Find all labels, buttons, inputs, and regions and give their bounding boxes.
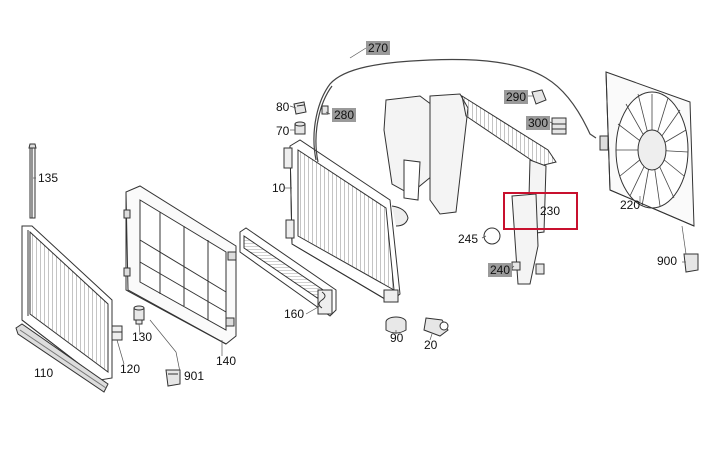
callout-120: 120 [120,362,141,376]
part-10-radiator [283,139,409,303]
part-130-sensor [133,305,145,325]
callout-70: 70 [276,124,290,138]
part-280-clip [321,105,329,115]
part-70-cap [294,121,306,135]
callout-230: 230 [540,204,561,218]
part-110-condenser [15,225,113,393]
part-140-frame [123,185,237,345]
callout-280: 280 [332,108,357,122]
callout-220: 220 [620,198,641,212]
part-245-ring [483,227,501,245]
highlight-box-230[interactable] [503,192,578,230]
part-20-switch [423,317,449,337]
part-300-resistor [551,117,567,135]
callout-900: 900 [657,254,678,268]
leader-lines [33,47,687,373]
callout-901: 901 [184,369,205,383]
part-120-bracket [111,325,123,341]
part-270-hose [313,58,597,163]
callout-290: 290 [504,90,529,104]
part-90-cap [385,316,407,334]
callout-80: 80 [276,100,290,114]
callout-240: 240 [488,263,513,277]
callout-160: 160 [284,307,305,321]
part-80-valve [293,101,307,115]
part-160-cooler [239,227,337,317]
part-290-clip [531,89,547,105]
part-135-rod [28,143,37,219]
callout-20: 20 [424,338,438,352]
callout-10: 10 [272,181,286,195]
callout-270: 270 [366,41,391,55]
callout-245: 245 [458,232,479,246]
part-shroud-baffle [383,93,557,285]
part-900-clip [683,253,699,273]
callout-130: 130 [132,330,153,344]
callout-110: 110 [34,366,54,380]
callout-135: 135 [38,171,59,185]
callout-90: 90 [390,331,404,345]
part-220-fan [599,71,695,227]
part-901-clip [165,369,181,387]
callout-140: 140 [216,354,237,368]
callout-300: 300 [526,116,551,130]
